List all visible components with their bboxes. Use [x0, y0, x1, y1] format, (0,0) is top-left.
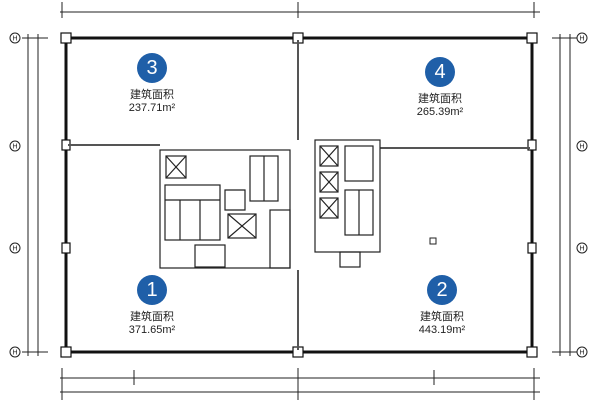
zone-area: 443.19m²	[418, 324, 466, 336]
zone-area: 371.65m²	[128, 324, 176, 336]
left-core	[159, 149, 291, 269]
zone-number-badge: 4	[425, 57, 455, 87]
column-marker	[429, 237, 437, 245]
axis-label: H	[12, 144, 17, 151]
right-core	[314, 139, 381, 268]
axis-label: H	[12, 246, 17, 253]
axis-bubbles	[9, 32, 588, 358]
zone-label: 建筑面积	[130, 89, 174, 101]
zone-area: 237.71m²	[128, 102, 176, 114]
axis-label: H	[579, 36, 584, 43]
zone-label: 建筑面积	[420, 311, 464, 323]
zone-label: 建筑面积	[130, 311, 174, 323]
zone-2: 2 建筑面积 443.19m²	[387, 275, 497, 336]
zone-area: 265.39m²	[416, 106, 464, 118]
zone-1: 1 建筑面积 371.65m²	[97, 275, 207, 336]
zone-label: 建筑面积	[418, 93, 462, 105]
axis-label: H	[579, 350, 584, 357]
zone-number-badge: 1	[137, 275, 167, 305]
axis-label: H	[12, 36, 17, 43]
axis-label: H	[12, 350, 17, 357]
zone-3: 3 建筑面积 237.71m²	[97, 53, 207, 114]
zone-number-badge: 3	[137, 53, 167, 83]
axis-label: H	[579, 144, 584, 151]
zone-number-badge: 2	[427, 275, 457, 305]
zone-4: 4 建筑面积 265.39m²	[385, 57, 495, 118]
axis-label: H	[579, 246, 584, 253]
